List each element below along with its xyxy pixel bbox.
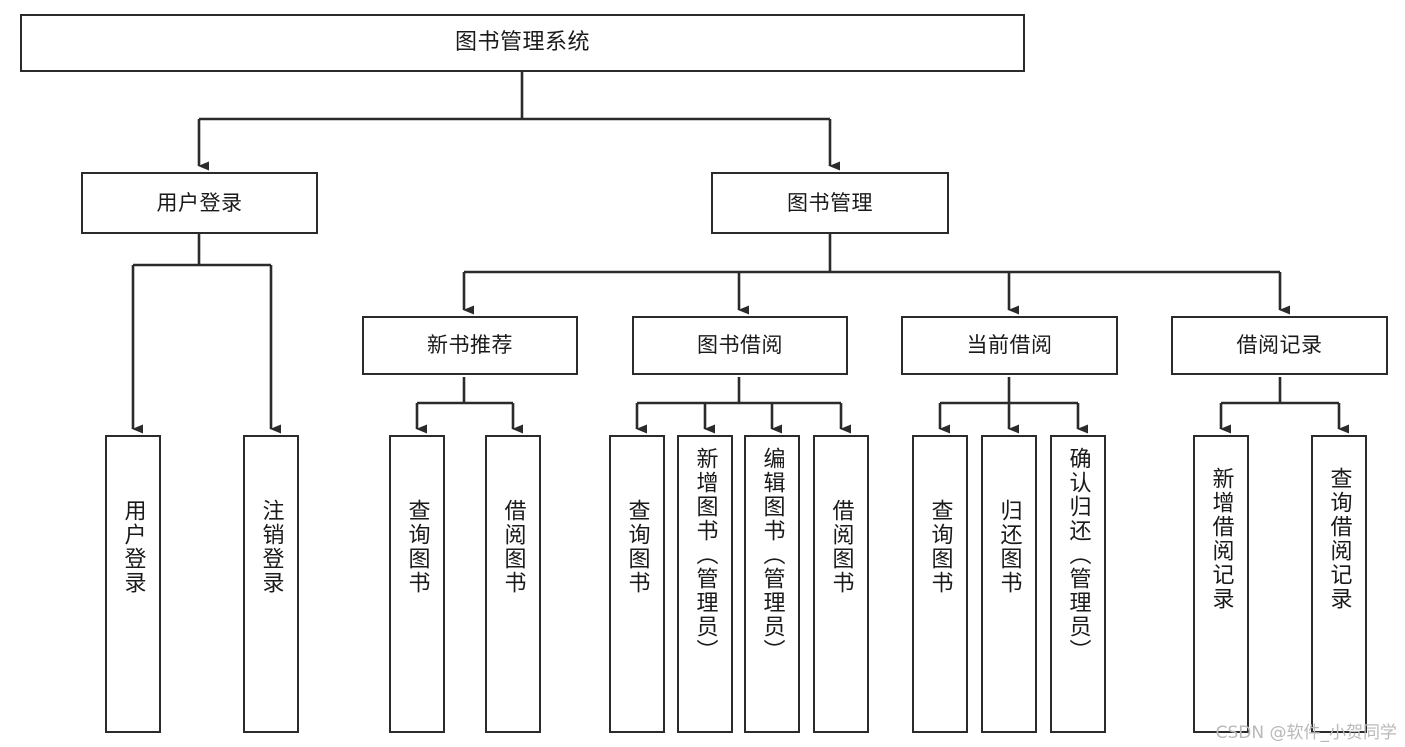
- node-book-borrow[interactable]: 图书借阅: [632, 316, 848, 375]
- node-root-book-management-system[interactable]: 图书管理系统: [20, 14, 1025, 72]
- leaf-borrow-book-1-label: 借阅图书: [500, 499, 526, 595]
- leaf-query-book-2[interactable]: 查询图书: [609, 435, 665, 733]
- node-new-book-recommend-label: 新书推荐: [427, 333, 513, 358]
- leaf-borrow-book-1[interactable]: 借阅图书: [485, 435, 541, 733]
- node-user-login-label: 用户登录: [156, 190, 243, 215]
- leaf-edit-book[interactable]: 编辑图书（管理员）: [744, 435, 800, 733]
- leaf-return-book-label: 归还图书: [996, 499, 1022, 595]
- leaf-query-record[interactable]: 查询借阅记录: [1311, 435, 1367, 733]
- leaf-confirm-return-label: 确认归还（管理员）: [1065, 447, 1091, 663]
- node-root-label: 图书管理系统: [454, 30, 590, 56]
- leaf-add-record[interactable]: 新增借阅记录: [1193, 435, 1249, 733]
- node-user-login[interactable]: 用户登录: [81, 172, 318, 234]
- leaf-add-book[interactable]: 新增图书（管理员）: [677, 435, 733, 733]
- leaf-add-record-label: 新增借阅记录: [1208, 467, 1234, 611]
- csdn-watermark: CSDN @软件_小贺同学: [1215, 723, 1397, 743]
- leaf-user-login[interactable]: 用户登录: [105, 435, 161, 733]
- node-book-manage-label: 图书管理: [787, 190, 873, 215]
- node-book-manage[interactable]: 图书管理: [711, 172, 949, 234]
- node-book-borrow-label: 图书借阅: [697, 333, 783, 358]
- leaf-query-book-3[interactable]: 查询图书: [912, 435, 968, 733]
- node-current-borrow[interactable]: 当前借阅: [901, 316, 1118, 375]
- leaf-borrow-book-2[interactable]: 借阅图书: [813, 435, 869, 733]
- leaf-return-book[interactable]: 归还图书: [981, 435, 1037, 733]
- leaf-add-book-label: 新增图书（管理员）: [692, 447, 718, 663]
- leaf-logout-login[interactable]: 注销登录: [243, 435, 299, 733]
- leaf-borrow-book-2-label: 借阅图书: [828, 499, 854, 595]
- leaf-edit-book-label: 编辑图书（管理员）: [759, 447, 785, 663]
- node-borrow-record-label: 借阅记录: [1236, 333, 1323, 358]
- node-borrow-record[interactable]: 借阅记录: [1171, 316, 1388, 375]
- leaf-query-book-1-label: 查询图书: [404, 499, 430, 595]
- leaf-user-login-label: 用户登录: [120, 499, 146, 595]
- leaf-query-book-3-label: 查询图书: [927, 499, 953, 595]
- leaf-query-record-label: 查询借阅记录: [1326, 467, 1352, 611]
- node-current-borrow-label: 当前借阅: [966, 333, 1053, 358]
- node-new-book-recommend[interactable]: 新书推荐: [362, 316, 578, 375]
- leaf-confirm-return[interactable]: 确认归还（管理员）: [1050, 435, 1106, 733]
- leaf-query-book-1[interactable]: 查询图书: [389, 435, 445, 733]
- leaf-logout-login-label: 注销登录: [258, 499, 284, 595]
- leaf-query-book-2-label: 查询图书: [624, 499, 650, 595]
